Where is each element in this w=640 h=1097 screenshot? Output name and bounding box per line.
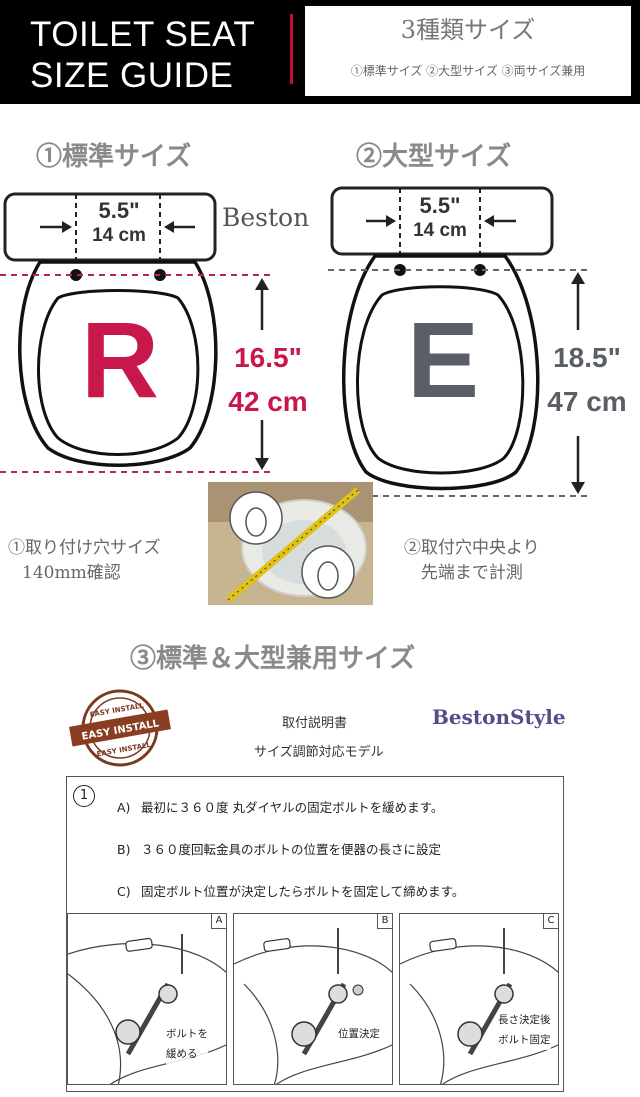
step-c-text: 固定ボルト位置が決定したらボルトを固定して締めます。 [141,884,465,899]
standard-seat-diagram [0,192,270,473]
combined-size-label: ③標準＆大型兼用サイズ [130,644,416,674]
large-note: ②取付穴中央より 先端まで計測 [404,536,540,586]
beston-brand-label: Beston [222,203,310,232]
panel-b-illustration [234,928,392,1084]
large-size-letter: E [406,299,480,420]
step-number: 1 [73,785,95,807]
panel-c-caption-line-2: ボルト固定 [498,1034,551,1046]
large-hinge-cover [330,186,554,256]
panel-a-caption: ボルトを 緩める [166,1024,208,1064]
panel-a-caption-line-2: 緩める [166,1048,198,1060]
size-types-box: 3種類サイズ ①標準サイズ ②大型サイズ ③両サイズ兼用 [305,6,631,96]
panel-c-tag: C [543,914,558,929]
standard-note-line-1: ①取り付け穴サイズ [8,538,161,558]
step-c: C) 固定ボルト位置が決定したらボルトを固定して締めます。 [117,881,464,900]
large-hole-dimension: 5.5" 14 cm [395,193,485,243]
large-hole-cm: 14 cm [413,220,467,241]
standard-size-label: ①標準サイズ [36,142,192,172]
standard-hole-cm: 14 cm [92,225,146,246]
step-c-letter: C) [117,884,131,899]
header-banner: TOILET SEAT SIZE GUIDE 3種類サイズ ①標準サイズ ②大型… [0,0,640,104]
standard-size-letter: R [81,299,159,420]
large-note-line-1: ②取付穴中央より [404,538,540,558]
title-line-2: SIZE GUIDE [30,56,234,95]
measuring-photo [208,482,373,605]
easy-install-badge: EASY INSTALL EASY INSTALL EASY INSTALL [69,689,171,767]
panel-c-illustration [400,928,558,1084]
panel-b-caption: 位置決定 [338,1024,380,1044]
page-title: TOILET SEAT SIZE GUIDE [30,14,280,96]
large-seat-diagram [328,186,590,497]
standard-bolt-hole-left [70,269,82,281]
header-divider [290,14,293,84]
panel-c-caption-line-1: 長さ決定後 [498,1014,551,1026]
panel-c: C 長さ決定後 ボルト固定 [399,913,559,1085]
large-note-line-2: 先端まで計測 [420,563,523,583]
large-size-label: ②大型サイズ [356,142,512,172]
standard-hinge-cover [3,192,217,262]
beston-style-brand: BestonStyle [432,705,566,729]
panel-b: B 位置決定 [233,913,393,1085]
large-bolt-hole-right [474,264,486,276]
panel-c-caption: 長さ決定後 ボルト固定 [498,1010,551,1050]
standard-length-dimension: 16.5" 42 cm [218,336,318,424]
size-types-title: 3種類サイズ [400,16,536,44]
large-length-cm: 47 cm [547,386,627,417]
large-length-dimension: 18.5" 47 cm [534,336,640,424]
panel-a-caption-line-1: ボルトを [166,1028,208,1040]
install-doc-subtitle: サイズ調節対応モデル [254,745,384,760]
panel-a-tag: A [211,914,226,929]
panel-b-caption-line-1: 位置決定 [338,1028,380,1040]
standard-length-inches: 16.5" [234,342,302,373]
step-a-letter: A) [117,800,131,815]
size-types-list: ①標準サイズ ②大型サイズ ③両サイズ兼用 [350,64,586,78]
title-line-1: TOILET SEAT [30,15,256,54]
standard-hole-dimension: 5.5" 14 cm [74,198,164,248]
install-steps-box: 1 A) 最初に３６０度 丸ダイヤルの固定ボルトを緩めます。 B) ３６０度回転金具… [66,776,564,1092]
panel-b-tag: B [377,914,392,929]
standard-note-line-2: 140mm確認 [22,563,121,583]
large-hole-inches: 5.5" [419,193,461,218]
step-a-text: 最初に３６０度 丸ダイヤルの固定ボルトを緩めます。 [141,800,444,815]
step-a: A) 最初に３６０度 丸ダイヤルの固定ボルトを緩めます。 [117,797,443,816]
standard-note: ①取り付け穴サイズ 140mm確認 [8,536,161,586]
standard-length-cm: 42 cm [228,386,308,417]
step-b-letter: B) [117,842,131,857]
panel-a: A ボルトを 緩める [67,913,227,1085]
install-doc-title: 取付説明書 [282,716,348,731]
panel-a-illustration [68,934,226,1084]
step-b: B) ３６０度回転金具のボルトの位置を便器の長さに設定 [117,839,441,858]
standard-hole-inches: 5.5" [98,198,140,223]
large-length-inches: 18.5" [553,342,621,373]
step-b-text: ３６０度回転金具のボルトの位置を便器の長さに設定 [141,842,442,857]
